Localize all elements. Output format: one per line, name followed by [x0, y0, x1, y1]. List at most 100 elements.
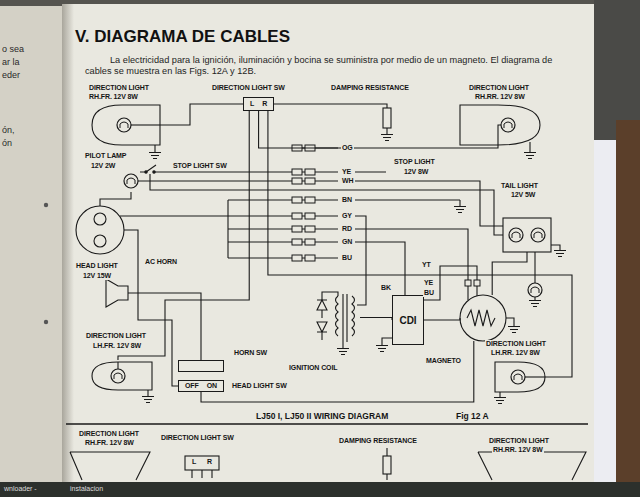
component-label: TAIL LIGHT [500, 182, 539, 190]
background [594, 0, 640, 140]
lamp-symbol [460, 105, 540, 145]
wire [128, 293, 201, 360]
lamp-symbol [124, 174, 138, 188]
component-label: DIRECTION LIGHT [468, 84, 530, 92]
connector-symbol [292, 197, 302, 203]
component-label: HEAD LIGHT [75, 262, 119, 270]
component-label: RH.FR. 12V 8W [84, 439, 135, 447]
page-fragment: ar la [2, 58, 20, 68]
harness-wire [302, 148, 338, 258]
component-label: LH.RR. 12V 8W [490, 349, 541, 357]
background [0, 482, 640, 497]
component-label: DIRECTION LIGHT [85, 332, 147, 340]
ground-symbol [148, 128, 560, 397]
resistor-symbol [265, 104, 387, 108]
component-label: PILOT LAMP [84, 152, 127, 160]
magneto-symbol [467, 310, 495, 326]
ground-symbol [508, 327, 520, 333]
component-label: DIRECTION LIGHT [488, 437, 550, 445]
component-label: LH.FR. 12V 8W [92, 342, 142, 350]
lamp-symbol [94, 235, 106, 247]
ground-symbol [529, 301, 541, 307]
magneto: MAGNETO [460, 295, 506, 341]
lamp-symbol [117, 362, 118, 369]
ground-symbol [381, 135, 393, 141]
lamp-symbol [131, 124, 160, 125]
magneto-symbol [460, 295, 506, 341]
switch-box: DIRECTION LIGHT SWLR [243, 97, 274, 111]
connector-symbol [305, 178, 315, 184]
harness-wire [424, 266, 477, 300]
box-label: L [249, 100, 255, 108]
background [62, 4, 594, 482]
ground-symbol [376, 346, 388, 352]
component-label: 12V 8W [403, 168, 429, 176]
figure-number: Fig 12 A [455, 412, 490, 421]
lamp-symbol [511, 370, 525, 384]
connector-symbol [465, 280, 471, 286]
wire-color-code: BK [380, 284, 392, 292]
page-fragment: eder [2, 71, 20, 81]
lamp-symbol [111, 369, 125, 383]
switch-box: HORN SW [178, 360, 224, 372]
wire-color-code: OG [341, 144, 354, 152]
component-label: AC HORN [144, 258, 178, 266]
component-label: HORN SW [233, 349, 268, 357]
component-label: STOP LIGHT [393, 158, 436, 166]
switch-symbol [153, 171, 155, 173]
ignition-coil: IGNITION COIL [315, 290, 360, 345]
switch-symbol [140, 165, 160, 172]
direction-light: DIRECTION LIGHTLH.RR. 12V 8W [495, 362, 545, 392]
frame-line [478, 452, 586, 480]
connector-symbol [292, 213, 302, 219]
frame-line [185, 456, 219, 470]
switch-symbol: STOP LIGHT SW [140, 164, 160, 174]
wire [100, 192, 131, 206]
footer-text: instalacion [70, 485, 103, 493]
connector-symbol [292, 239, 302, 245]
component-label: IGNITION COIL [288, 364, 338, 372]
ground-symbol [524, 153, 536, 159]
intro-paragraph: La electricidad para la ignición, ilumin… [85, 55, 580, 77]
component-label: 12V 5W [510, 191, 536, 199]
wire-color-code: BN [341, 196, 353, 204]
background [594, 140, 616, 482]
direction-light: DIRECTION LIGHTRH.RR. 12V 8W [460, 104, 540, 146]
page-fragment: ón [2, 139, 12, 149]
lamp-symbol [94, 213, 106, 225]
lamp-symbol [528, 283, 542, 297]
connector-symbol [474, 280, 480, 286]
switch-symbol [140, 165, 160, 173]
box-label: OFF [184, 382, 200, 390]
lamp-symbol [92, 105, 160, 145]
background [616, 120, 640, 482]
connector-symbol [292, 178, 302, 184]
lamp-symbol [495, 362, 545, 392]
wire-color-code: BU [423, 289, 435, 297]
lamp-symbol [525, 376, 545, 377]
frame-line [70, 452, 150, 480]
ground-symbol [454, 207, 466, 213]
wire [424, 318, 460, 320]
harness-wire [355, 172, 503, 305]
component-label: DAMPING RESISTANCE [338, 437, 418, 445]
frame-line [66, 423, 588, 424]
frame-line [386, 448, 387, 480]
connector-symbol [292, 169, 302, 175]
component-label: RH.FR. 12V 8W [88, 93, 139, 101]
connector-symbol [305, 169, 315, 175]
wire-color-code: YT [421, 261, 432, 269]
wire [360, 318, 392, 321]
component-label: DIRECTION LIGHT [485, 340, 547, 348]
switch-position: R [206, 458, 213, 466]
wire [492, 252, 527, 295]
wire [124, 230, 178, 386]
wire-color-code: RD [341, 225, 353, 233]
wire [150, 174, 503, 235]
box-label: R [261, 100, 268, 108]
ignition-coil-symbol [317, 292, 355, 342]
background [44, 320, 48, 324]
ground-symbol [142, 397, 154, 403]
